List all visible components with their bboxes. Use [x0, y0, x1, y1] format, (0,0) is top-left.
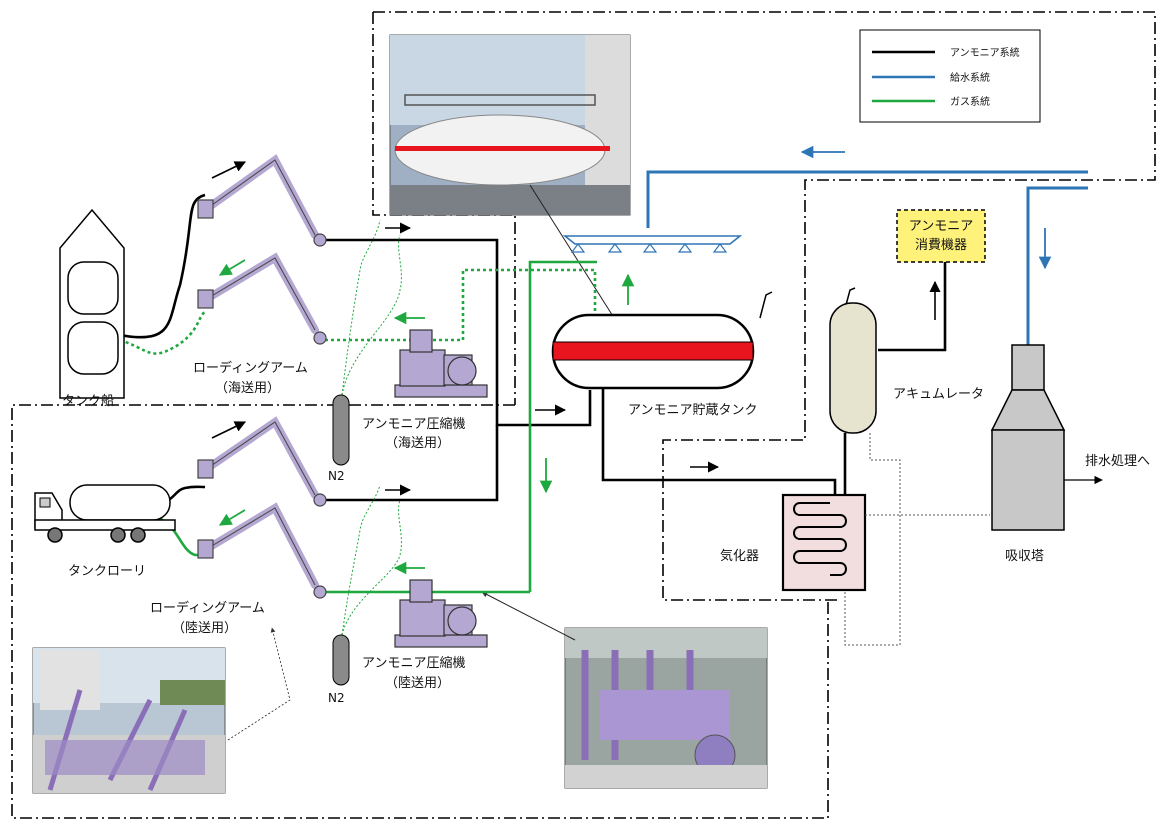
- compressor-photo-pointer: [482, 592, 575, 640]
- drain-lines: [845, 433, 990, 645]
- sea-gas-arm: [198, 258, 326, 344]
- accumulator-label: アキュムレータ: [893, 387, 984, 402]
- gas-system: [120, 262, 597, 592]
- water-pipe-tower: [1028, 188, 1088, 345]
- loading-arm-land-sublabel: （陸送用）: [172, 620, 237, 636]
- ammonia-compressor-land: [395, 580, 487, 647]
- consumer-equipment-label: アンモニア: [909, 219, 973, 234]
- compressor-sea-label: アンモニア圧縮機: [362, 416, 465, 432]
- ammonia-storage-tank: [553, 315, 753, 388]
- compressor-land-label: アンモニア圧縮機: [362, 655, 465, 671]
- tanker-ship-label: タンク船: [62, 394, 114, 409]
- loading-arm-sea-sublabel: （海送用）: [215, 381, 280, 396]
- legend-ammonia-label: アンモニア系統: [950, 46, 1020, 59]
- absorption-tower: [992, 345, 1064, 530]
- storage-tank-photo: [390, 35, 630, 215]
- ship-liquid-hose: [120, 195, 205, 337]
- sprinkler-nozzles: [572, 244, 726, 252]
- legend: アンモニア系統 給水系統 ガス系統: [860, 30, 1040, 122]
- loading-arms: [198, 160, 326, 598]
- n2-sea-label: N2: [328, 469, 345, 483]
- loading-arm-land-label: ローディングアーム: [150, 600, 265, 616]
- tanker-ship: [60, 210, 124, 398]
- loading-arm-sea-label: ローディングアーム: [193, 360, 308, 376]
- land-photo-pointer: [228, 628, 290, 740]
- sea-liquid-arm: [198, 160, 326, 246]
- land-gas-arm: [198, 508, 326, 598]
- accumulator-vessel: [830, 303, 876, 433]
- compressor-land-sublabel: （陸送用）: [385, 675, 450, 691]
- legend-water-label: 給水系統: [950, 71, 990, 84]
- n2-cylinder-sea: [333, 395, 349, 465]
- vaporizer-label: 気化器: [720, 548, 759, 564]
- drainage-label: 排水処理へ: [1085, 454, 1150, 469]
- compressor-sea-sublabel: （海送用）: [385, 436, 450, 451]
- sea-gas-pipe: [325, 270, 595, 340]
- absorption-tower-label: 吸収塔: [1005, 549, 1044, 564]
- tank-lorry: [35, 485, 175, 542]
- legend-gas-label: ガス系統: [950, 95, 990, 108]
- consumer-equipment-sublabel: 消費機器: [915, 238, 967, 253]
- sprinkler-header: [565, 236, 740, 244]
- vaporizer: [783, 495, 865, 590]
- n2-land-label: N2: [328, 691, 345, 705]
- gas-header: [530, 262, 597, 592]
- tank-lorry-label: タンクローリ: [68, 564, 146, 579]
- land-loading-photo: [33, 648, 225, 793]
- ship-gas-hose: [120, 312, 205, 354]
- consumer-equipment-box: [897, 210, 985, 262]
- compressor-photo: [565, 628, 767, 788]
- n2-cylinder-land: [333, 635, 349, 685]
- storage-tank-label: アンモニア貯蔵タンク: [628, 403, 757, 418]
- tank-relief-valve: [760, 292, 772, 318]
